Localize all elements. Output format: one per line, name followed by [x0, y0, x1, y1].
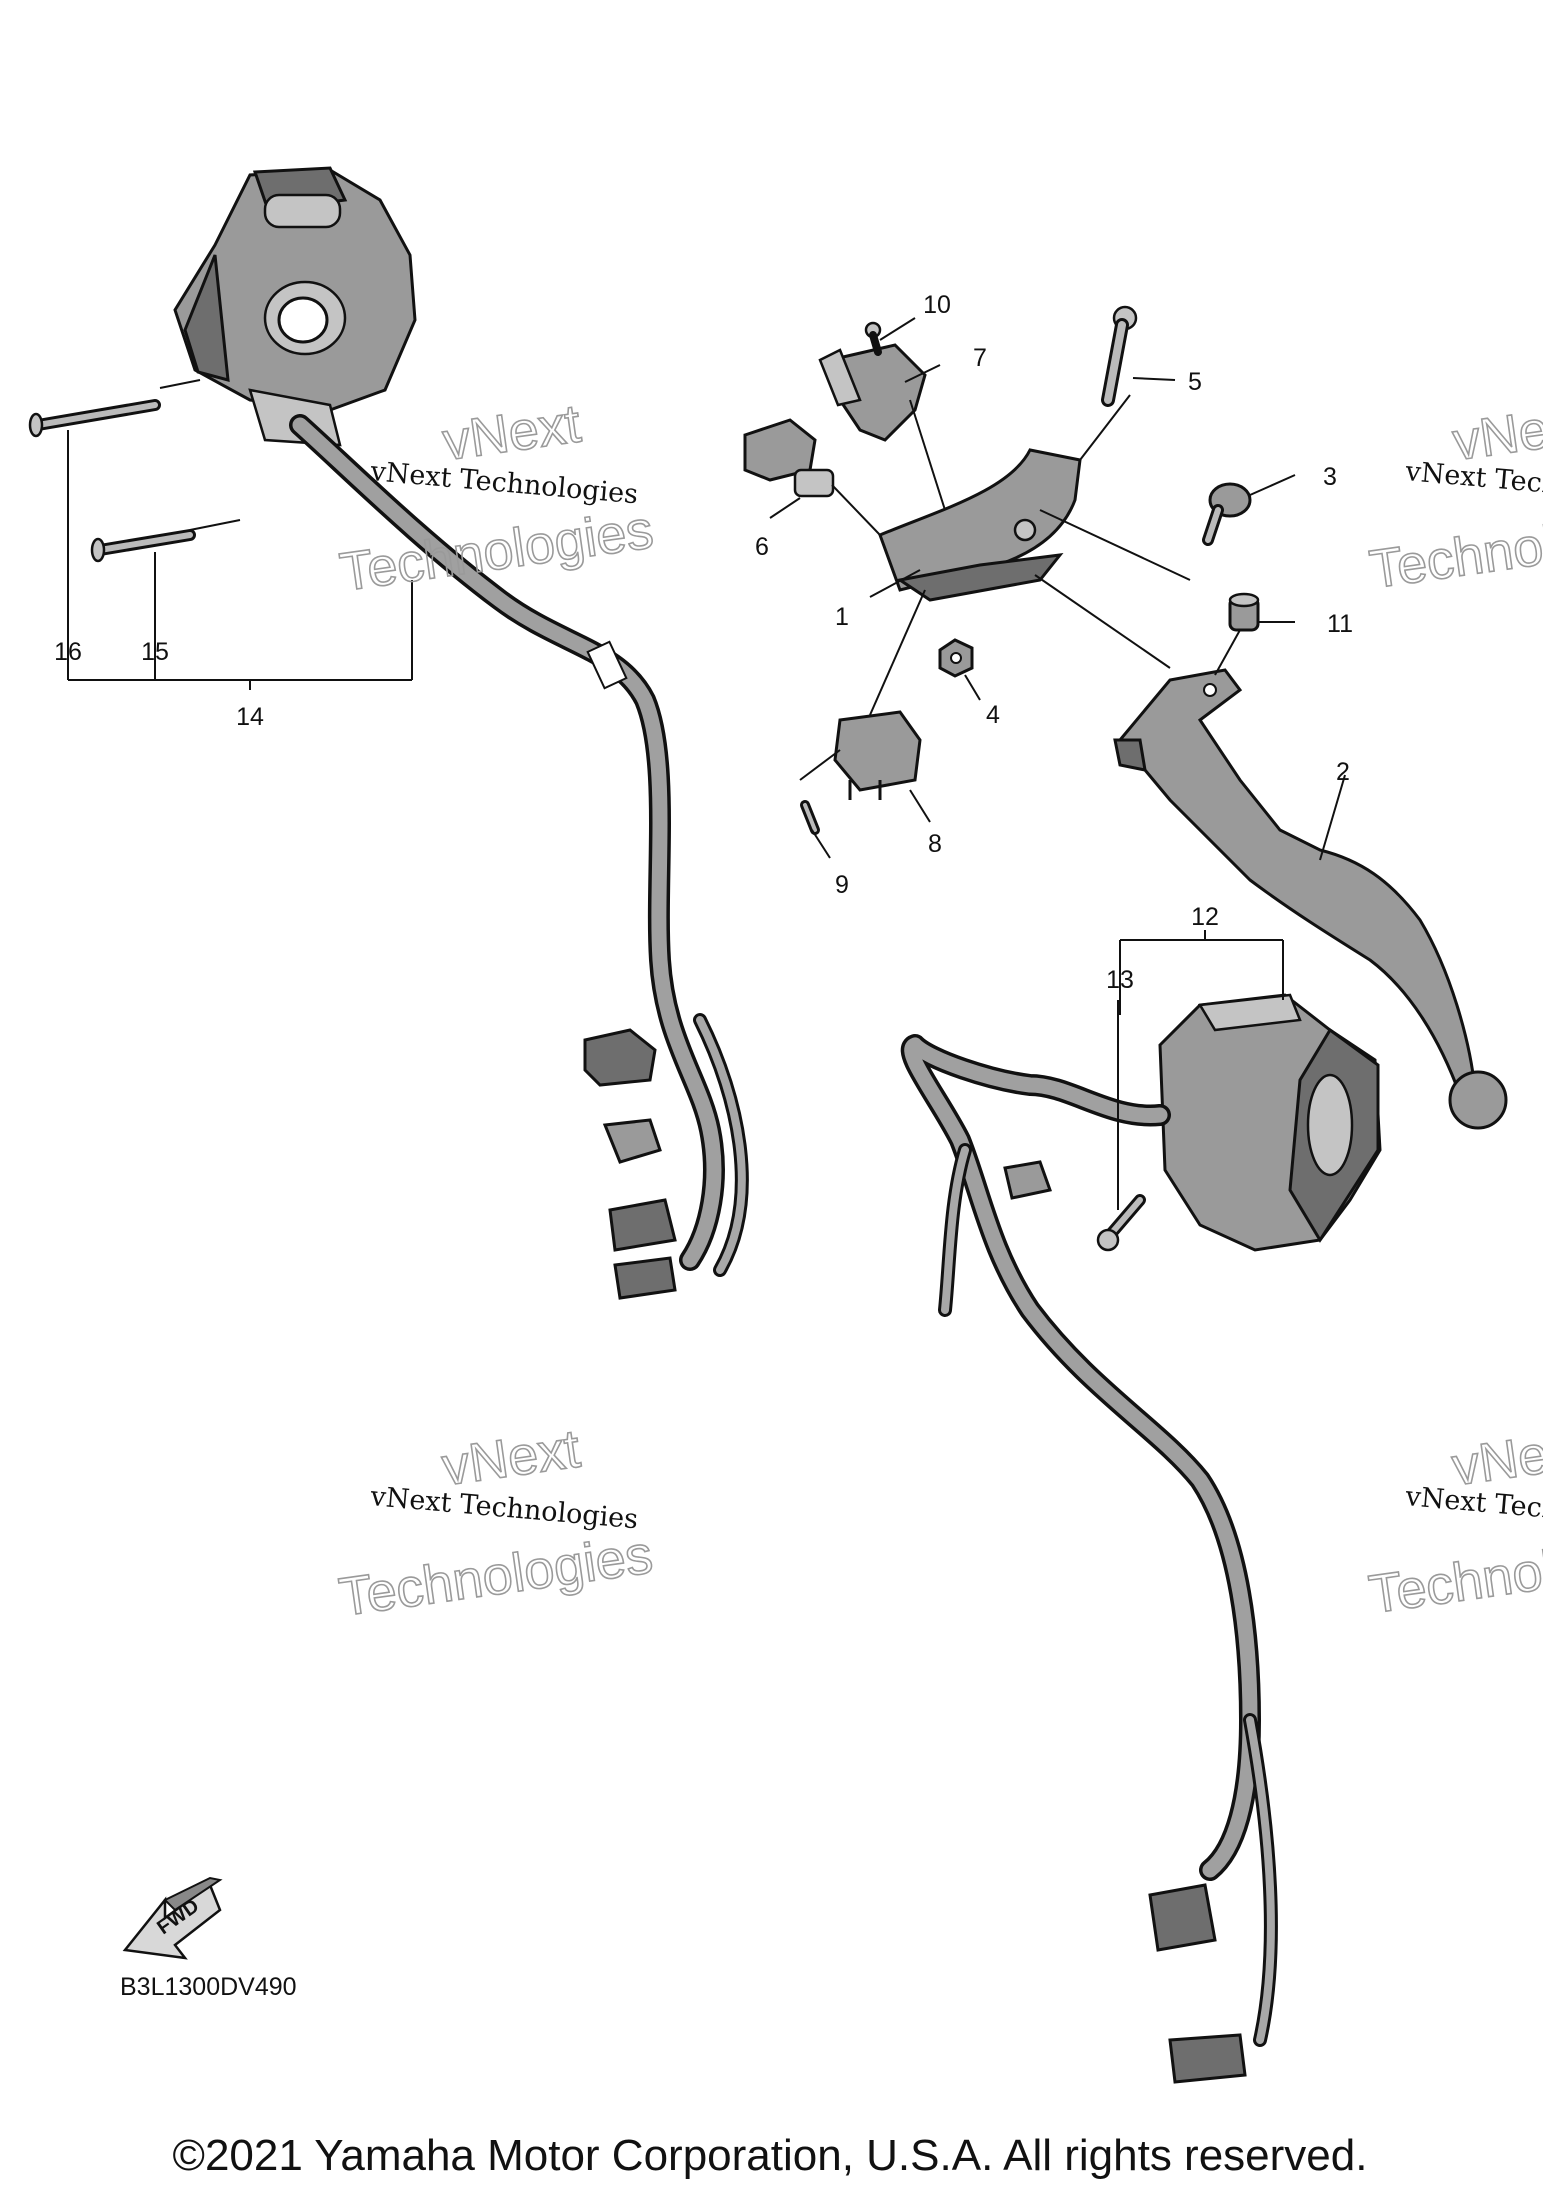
part-6 — [743, 418, 835, 498]
callout-8: 8 — [928, 830, 942, 858]
screw-15 — [90, 529, 196, 563]
watermark-large-line2: Technologies — [336, 1525, 657, 1628]
screw-13 — [1096, 1194, 1146, 1252]
callout-bracket-12 — [1117, 930, 1284, 1210]
fwd-arrow-icon: FWD — [122, 1876, 223, 1960]
callout-7: 7 — [973, 344, 987, 372]
left-handlebar-switch — [173, 166, 417, 447]
callout-1: 1 — [835, 603, 849, 631]
callout-14: 14 — [236, 703, 264, 731]
left-switch-harness — [289, 414, 749, 1300]
callout-5: 5 — [1188, 368, 1202, 396]
part-7 — [818, 343, 927, 442]
watermark-large-line1: vNext — [439, 394, 584, 473]
watermark-large-line2: Technologies — [1365, 1522, 1543, 1625]
callout-2: 2 — [1336, 758, 1350, 786]
collar-11 — [1228, 592, 1260, 632]
nut-4 — [938, 638, 974, 678]
clutch-lever-2 — [1113, 668, 1508, 1130]
screw-9 — [800, 800, 820, 835]
diagram-code: B3L1300DV490 — [120, 1973, 297, 2001]
copyright-notice: ©2021 Yamaha Motor Corporation, U.S.A. A… — [173, 2131, 1368, 2180]
callout-11: 11 — [1327, 610, 1353, 638]
right-handlebar-switch — [1158, 993, 1382, 1252]
callout-9: 9 — [835, 871, 849, 899]
bolt-5 — [1101, 305, 1138, 407]
callout-4: 4 — [986, 701, 1000, 729]
watermark-text-top-right: vNext Technologies — [1403, 456, 1543, 510]
callout-12: 12 — [1191, 903, 1219, 931]
callout-16: 16 — [54, 638, 82, 666]
callout-15: 15 — [141, 638, 169, 666]
screw-16 — [28, 399, 161, 438]
lever-bracket-1 — [878, 448, 1082, 602]
callout-bracket-14 — [67, 379, 413, 690]
watermark-large-line1: vNext — [438, 1419, 583, 1498]
callout-labels: 1 2 3 4 5 6 7 8 9 10 11 12 13 14 15 16 — [54, 291, 1353, 994]
clutch-switch-8 — [833, 710, 922, 800]
right-switch-harness — [900, 1034, 1278, 2084]
watermark-large-line2: Technologies — [1366, 497, 1543, 600]
lever-group-leaders — [769, 317, 1346, 861]
callout-10: 10 — [923, 291, 951, 319]
callout-6: 6 — [755, 533, 769, 561]
bolt-3 — [1202, 482, 1252, 546]
watermark-text-bottom-right: vNext Technologies — [1403, 1481, 1543, 1535]
callout-3: 3 — [1323, 463, 1337, 491]
screw-10 — [864, 321, 882, 356]
callout-13: 13 — [1106, 966, 1134, 994]
